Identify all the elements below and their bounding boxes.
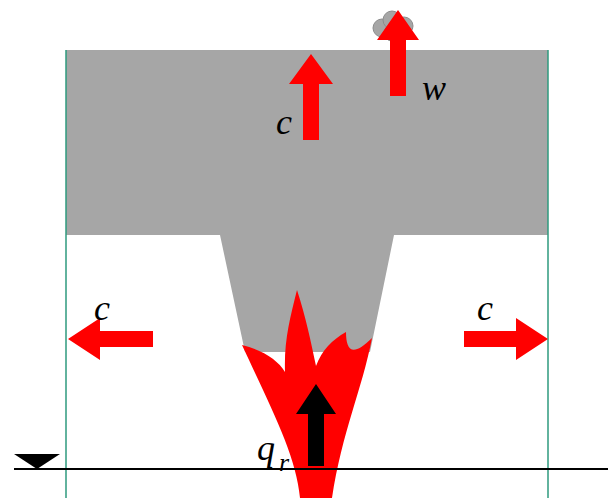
level-symbol: [14, 454, 60, 469]
symbol-label: c: [477, 290, 493, 326]
symbol-label: c: [94, 290, 110, 326]
wall-line: [65, 50, 67, 498]
symbol-label: q: [257, 430, 275, 466]
symbol-label: w: [422, 70, 446, 106]
flame: [242, 290, 372, 498]
ground-line: [14, 468, 608, 470]
wall-line: [547, 50, 549, 498]
spread-arrow: [464, 318, 548, 360]
spread-arrow: [289, 54, 333, 140]
smoke-arrow: [377, 10, 419, 96]
smoke-layer: [66, 50, 548, 352]
symbol-label: c: [276, 104, 292, 140]
subscript-label: r: [279, 450, 289, 476]
spread-arrow: [68, 318, 153, 360]
heat-arrow: [296, 384, 336, 466]
